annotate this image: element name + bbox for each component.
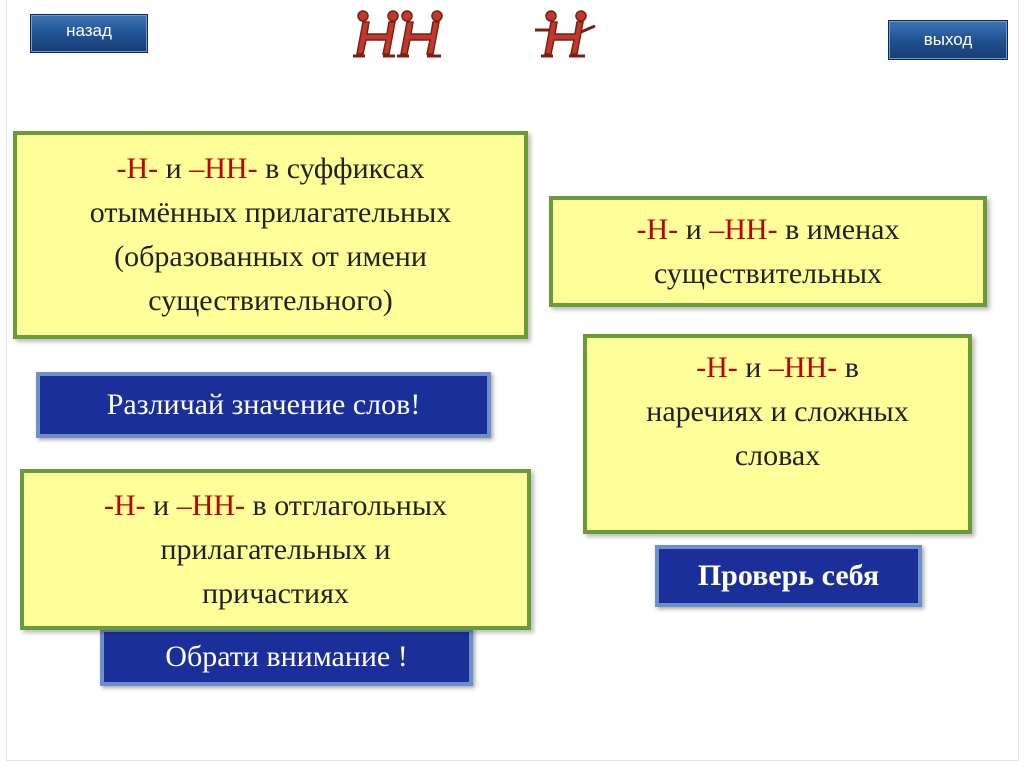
suffix-nn-label: –НН- [768,351,838,384]
card-text: в [837,351,859,384]
n-nn-figures-logo [353,10,596,58]
suffix-n-label: -Н- [636,212,679,246]
rule-card-nouns[interactable]: -Н- и –НН- в именах существительных [549,196,987,307]
card-line: -Н- и –НН- в именах [637,208,900,252]
card-line: отымённых прилагательных [89,196,452,229]
rule-card-verbal-adjectives[interactable]: -Н- и –НН- в отглагольных прилагательных… [20,469,531,630]
conjunction-text: и [737,351,769,384]
pay-attention-button[interactable]: Обрати внимание ! [100,628,473,686]
card-text: в суффиксах [257,152,425,185]
suffix-n-label: -Н- [103,488,146,522]
suffix-nn-label: –НН- [189,152,258,185]
conjunction-text: и [145,488,177,522]
conjunction-text: и [678,212,710,246]
card-line: прилагательных и [160,532,391,566]
rule-card-adverbs-compounds[interactable]: -Н- и –НН- в наречиях и сложных словах [583,334,972,534]
card-line: словах [734,439,821,472]
card-line: -Н- и –НН- в [696,346,859,390]
card-line: причастиях [202,576,349,610]
card-text: в именах [777,212,900,246]
card-line: наречиях и сложных [646,395,909,428]
back-button[interactable]: назад [30,14,148,53]
card-line: существительных [653,256,883,290]
card-line: (образованных от имени [114,240,427,273]
rule-card-denominal-adjectives[interactable]: -Н- и –НН- в суффиксах отымённых прилага… [13,131,528,339]
suffix-nn-label: –НН- [709,212,778,246]
card-line: существительного) [148,284,393,317]
distinguish-meaning-button[interactable]: Различай значение слов! [36,372,491,438]
exit-button[interactable]: выход [888,20,1008,60]
check-yourself-button[interactable]: Проверь себя [655,545,922,607]
card-line: -Н- и –НН- в отглагольных [104,484,447,528]
card-text: в отглагольных [245,488,448,522]
suffix-n-label: -Н- [696,351,738,384]
suffix-n-label: -Н- [116,152,159,185]
conjunction-text: и [158,152,190,185]
suffix-nn-label: –НН- [176,488,246,522]
card-line: -Н- и –НН- в суффиксах [117,147,425,191]
